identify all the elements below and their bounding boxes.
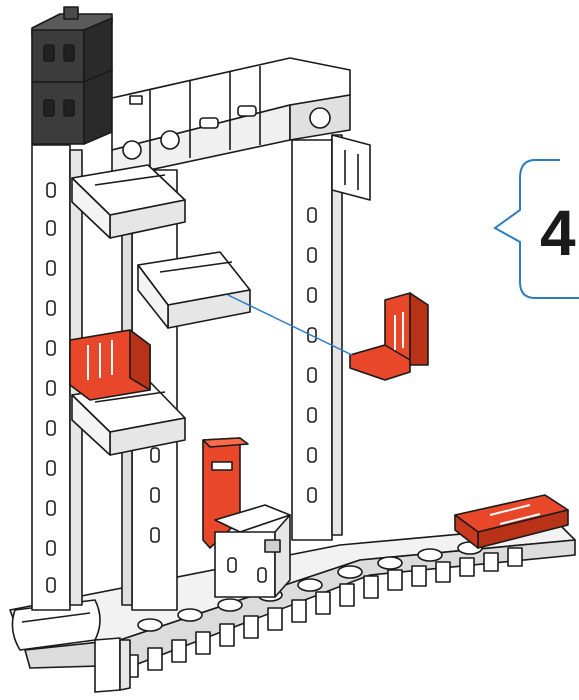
shelf-brackets xyxy=(71,164,251,456)
top-beam xyxy=(111,57,351,179)
base-plate xyxy=(9,524,576,693)
left-column xyxy=(31,144,83,611)
dark-blocks xyxy=(31,6,113,145)
orange-bracket-insert xyxy=(349,292,429,381)
orange-bracket-left xyxy=(69,329,151,401)
step-callout: 4 xyxy=(493,159,579,299)
right-column xyxy=(291,134,371,541)
orange-flat-block xyxy=(454,494,569,549)
assembly-leader-line xyxy=(227,294,353,356)
step-number: 4 xyxy=(540,197,576,269)
speech-bubble-callout-icon xyxy=(493,159,579,299)
orange-parts xyxy=(69,292,569,549)
white-cube xyxy=(214,504,291,598)
